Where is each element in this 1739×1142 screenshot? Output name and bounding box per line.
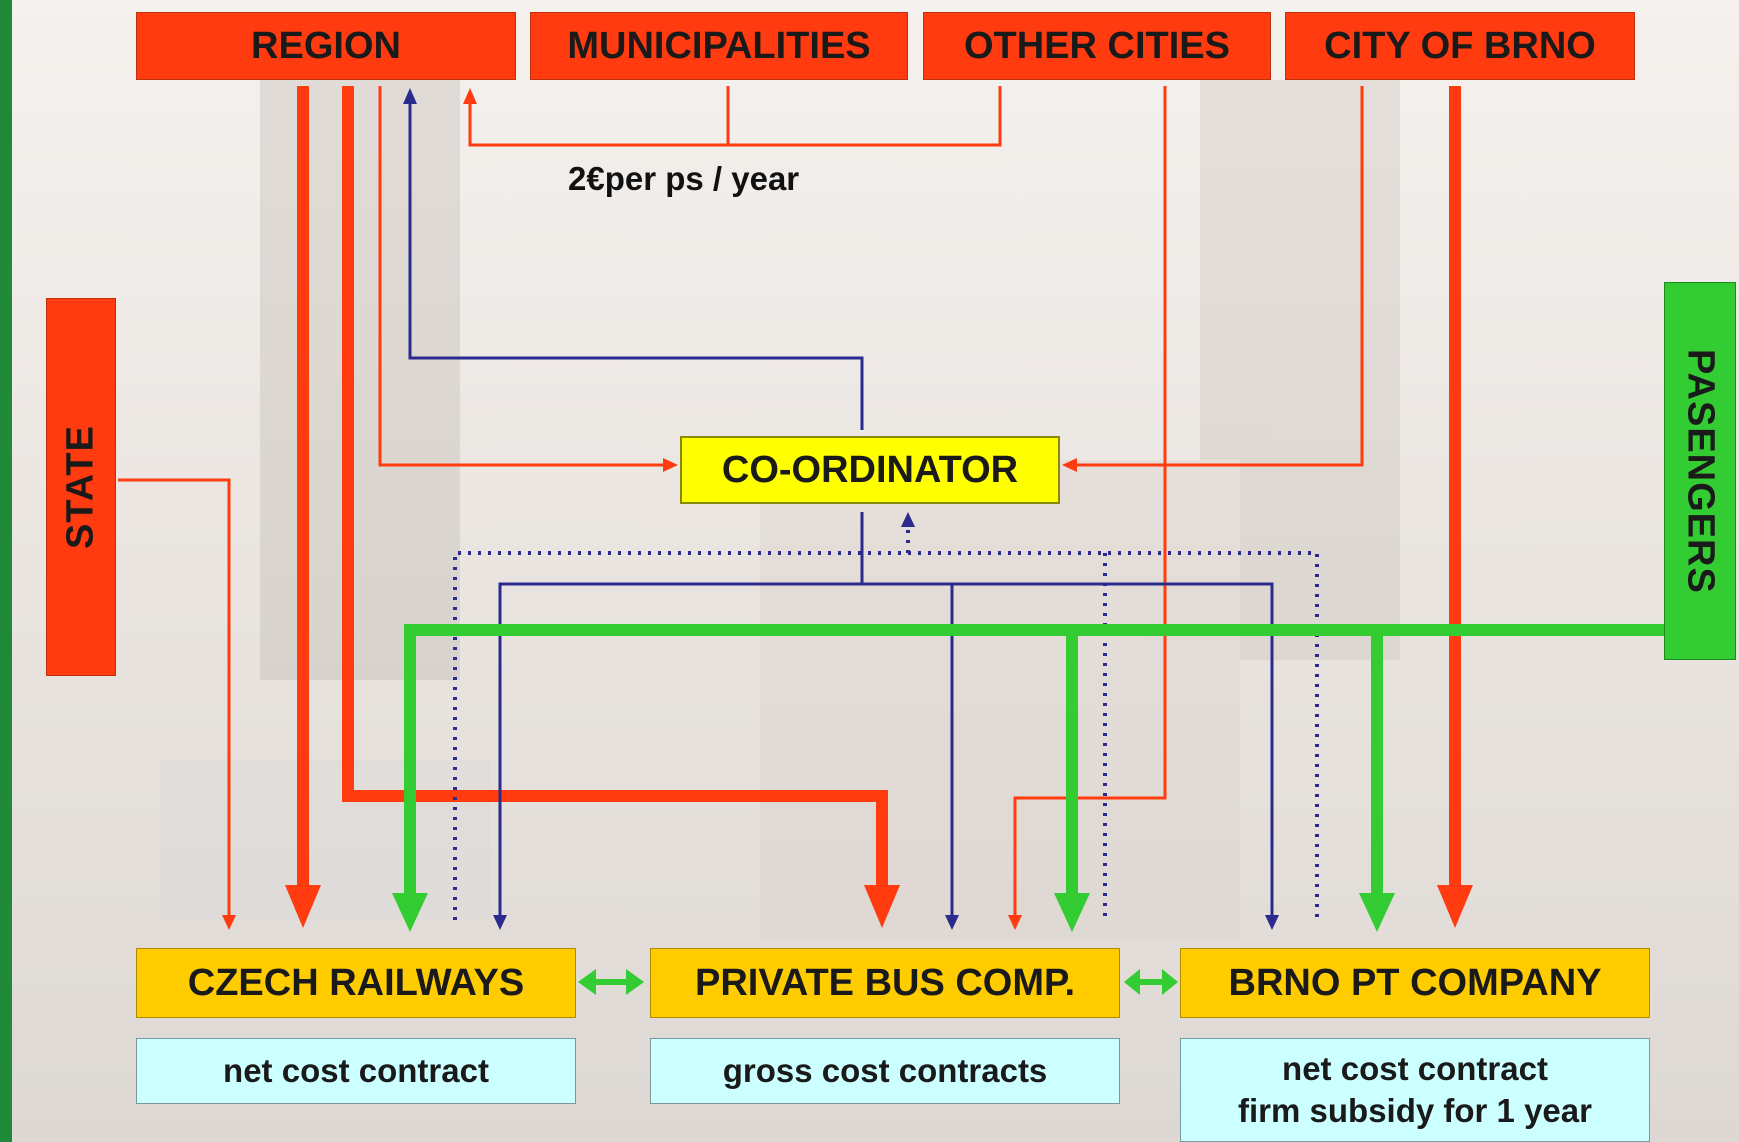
municipalities-box: MUNICIPALITIES — [530, 12, 908, 80]
other-cities-box: OTHER CITIES — [923, 12, 1271, 80]
flow-coordinator-operators — [498, 582, 1274, 920]
passenger-flows — [404, 624, 1666, 898]
operator-links — [578, 969, 1178, 995]
bus-contract-text: gross cost contracts — [722, 1052, 1048, 1089]
arrowhead-pass-brno — [1359, 893, 1395, 932]
railways-contract-note: net cost contract — [136, 1038, 576, 1104]
arrowhead-dotted-coordinator — [901, 512, 915, 527]
flow-state-railways — [118, 478, 231, 920]
coordinator-box: CO-ORDINATOR — [680, 436, 1060, 504]
fee-bracket — [468, 86, 1002, 147]
arrowhead-brno-pt — [1437, 885, 1473, 928]
private-bus-company-box: PRIVATE BUS COMP. — [650, 948, 1120, 1018]
flow-passengers-railways — [404, 624, 1666, 898]
thin-money-flows — [118, 86, 1364, 930]
brno-contract-text-2: firm subsidy for 1 year — [1238, 1092, 1592, 1129]
flow-coordinator-region — [408, 100, 864, 430]
flow-region-bus — [342, 86, 888, 895]
money-flows — [285, 86, 1473, 928]
fee-label: 2€per ps / year — [568, 160, 800, 197]
arrowhead-pass-bus — [1054, 893, 1090, 932]
flow-brno-coordinator — [1075, 86, 1364, 467]
state-box: STATE — [46, 298, 116, 676]
brno-contract-text-1: net cost contract — [1282, 1050, 1548, 1087]
passengers-box: PASENGERS — [1664, 282, 1736, 660]
railways-contract-text: net cost contract — [223, 1052, 489, 1089]
flow-othercities-bus — [1013, 86, 1167, 920]
information-flows — [453, 526, 1319, 920]
czech-railways-box: CZECH RAILWAYS — [136, 948, 576, 1018]
brno-pt-company-box: BRNO PT COMPANY — [1180, 948, 1650, 1018]
left-border-stripe — [0, 0, 12, 1142]
coordination-flows — [403, 88, 1279, 930]
flow-dotted-operators — [453, 551, 1319, 920]
brno-contract-note: net cost contract firm subsidy for 1 yea… — [1180, 1038, 1650, 1142]
flow-region-coordinator — [378, 86, 665, 467]
bus-contract-note: gross cost contracts — [650, 1038, 1120, 1104]
arrowhead-region-railways — [285, 885, 321, 928]
arrowhead-pass-railways — [392, 893, 428, 932]
city-of-brno-box: CITY OF BRNO — [1285, 12, 1635, 80]
region-box: REGION — [136, 12, 516, 80]
background-scene — [160, 60, 1400, 940]
arrowhead-region-bus — [864, 885, 900, 928]
